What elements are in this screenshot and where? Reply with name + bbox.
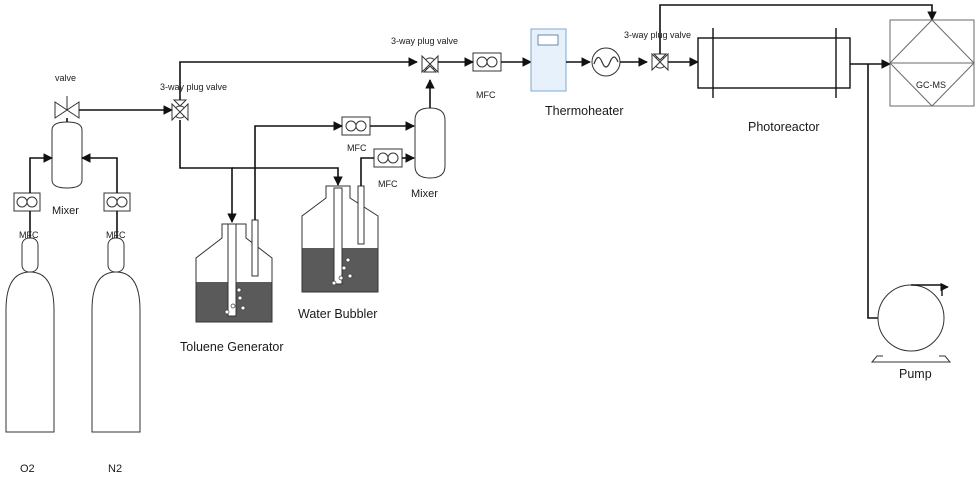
mfc-toluene-label: MFC	[347, 143, 367, 153]
mixer-left-label: Mixer	[52, 205, 79, 217]
gcms-label: GC-MS	[916, 80, 946, 90]
pump-unit	[870, 282, 952, 363]
cylinder-n2-label: N2	[108, 463, 122, 475]
mixer-left-vessel	[51, 121, 83, 189]
mfc-toluene-box	[341, 116, 371, 136]
water-bubbler-label: Water Bubbler	[298, 307, 377, 321]
cylinder-pipes	[29, 105, 173, 238]
plug-valve-top-symbol	[421, 54, 439, 74]
photoreactor-label: Photoreactor	[748, 120, 820, 134]
plug-valve-left-symbol	[171, 99, 189, 122]
mfc-o2-label: MFC	[19, 230, 39, 240]
heater-coil-symbol	[591, 47, 621, 77]
mfc-o2-box	[13, 192, 41, 212]
thermoheater-unit	[530, 28, 567, 92]
thermoheater-label: Thermoheater	[545, 104, 624, 118]
mfc-water-box	[373, 148, 403, 168]
plug-valve-left-pipes	[179, 57, 418, 223]
o2-cylinder	[5, 237, 55, 433]
plug-valve-right-label: 3-way plug valve	[624, 30, 691, 40]
mfc-n2-box	[103, 192, 131, 212]
gcms-unit	[889, 19, 975, 107]
plug-valve-right-symbol	[651, 52, 669, 72]
mfc-water-label: MFC	[378, 179, 398, 189]
photoreactor-vessel	[697, 28, 851, 98]
mfc-n2-label: MFC	[106, 230, 126, 240]
valve-symbol	[54, 96, 80, 119]
pump-label: Pump	[899, 367, 932, 381]
mixer-right-vessel	[414, 107, 446, 179]
plug-valve-top-label: 3-way plug valve	[391, 36, 458, 46]
toluene-generator-vessel	[195, 219, 273, 323]
mfc-top-label: MFC	[476, 90, 496, 100]
valve-label: valve	[55, 73, 76, 83]
mfc-top-box	[472, 52, 502, 72]
bypass-pipe	[659, 4, 937, 54]
water-outlet-pipe	[360, 153, 415, 186]
toluene-outlet-pipe	[254, 121, 415, 220]
plug-valve-left-label: 3-way plug valve	[160, 82, 227, 92]
mixer-right-label: Mixer	[411, 188, 438, 200]
n2-cylinder	[91, 237, 141, 433]
toluene-generator-label: Toluene Generator	[180, 340, 284, 354]
water-bubbler-vessel	[301, 185, 379, 293]
cylinder-o2-label: O2	[20, 463, 35, 475]
